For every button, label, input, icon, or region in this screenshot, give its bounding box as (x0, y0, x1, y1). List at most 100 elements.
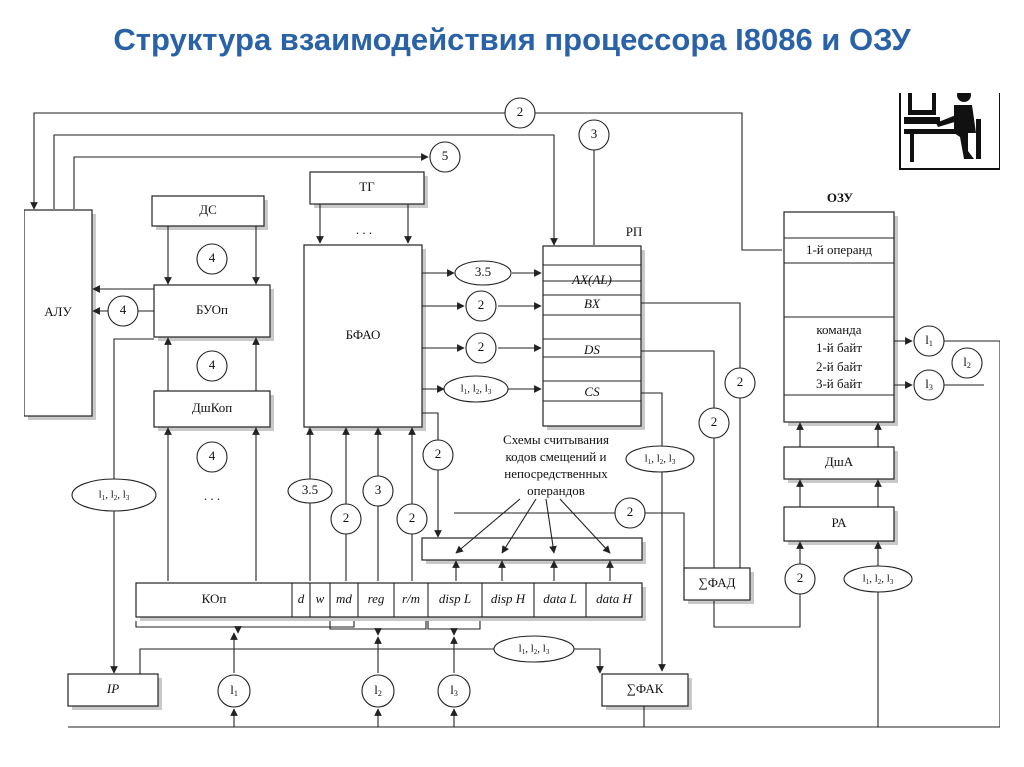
marker-2-ds: 2 (465, 332, 497, 364)
svg-text:2: 2 (435, 446, 442, 461)
svg-text:2: 2 (478, 339, 485, 354)
marker-3-top: 3 (578, 119, 610, 151)
marker-2-bfao-schemes: 2 (422, 439, 454, 471)
svg-text:2: 2 (737, 374, 744, 389)
ellipse-l1l2l3-bottom: l1, l2, l3 (493, 635, 575, 663)
ellipse-l1l2l3-left: l1, l2, l3 (71, 478, 157, 512)
svg-text:3-й байт: 3-й байт (816, 376, 862, 391)
marker-2-bx-fad: 2 (724, 367, 756, 399)
svg-text:2: 2 (797, 570, 804, 585)
alu-label: АЛУ (44, 304, 72, 319)
dshkop-label: ДшКоп (192, 400, 232, 415)
sum-fad-label: ∑ФАД (699, 575, 736, 590)
svg-text:2-й байт: 2-й байт (816, 359, 862, 374)
ip-block: IP (67, 673, 162, 710)
field-rm: r/m (402, 591, 420, 606)
svg-text:4: 4 (209, 250, 216, 265)
svg-text:4: 4 (209, 357, 216, 372)
svg-text:4: 4 (120, 302, 127, 317)
ds-label: ДС (199, 202, 217, 217)
svg-text:l3: l3 (925, 376, 933, 392)
tg-dots: . . . (356, 222, 372, 237)
rp-cs: CS (584, 384, 600, 399)
bfao-block: БФАО (303, 244, 426, 431)
svg-text:l1, l2, l3: l1, l2, l3 (863, 573, 894, 586)
svg-text:l1: l1 (925, 332, 933, 348)
svg-text:команда: команда (816, 322, 861, 337)
svg-text:l1, l2, l3: l1, l2, l3 (519, 643, 550, 656)
svg-text:l1, l2, l3: l1, l2, l3 (461, 383, 492, 396)
ds-block: ДС (151, 195, 268, 230)
svg-text:2: 2 (711, 414, 718, 429)
svg-text:3.5: 3.5 (475, 264, 491, 279)
ra-block: РА (783, 506, 898, 545)
marker-4-instr: 4 (196, 441, 228, 473)
marker-3-reg: 3 (362, 475, 394, 507)
marker-2-top: 2 (504, 97, 536, 129)
field-reg: reg (368, 591, 385, 606)
marker-l2-ozu: l2 (951, 347, 983, 379)
marker-l3-ozu: l3 (913, 369, 945, 401)
marker-l2-mid: l2 (361, 674, 395, 708)
marker-5-top: 5 (429, 141, 461, 173)
svg-text:l2: l2 (374, 682, 382, 698)
svg-text:l3: l3 (450, 682, 458, 698)
field-kop: КОп (202, 591, 227, 606)
dsha-block: ДшА (783, 446, 898, 483)
ra-label: РА (832, 515, 848, 530)
tg-label: ТГ (359, 179, 375, 194)
schemes-register (421, 537, 646, 564)
dshkop-dots: . . . (204, 488, 220, 503)
svg-text:4: 4 (209, 448, 216, 463)
alu-block: АЛУ (23, 209, 96, 420)
field-w: w (316, 591, 325, 606)
marker-2-bx: 2 (465, 290, 497, 322)
sum-fak-block: ∑ФАК (601, 673, 692, 710)
svg-text:l1, l2, l3: l1, l2, l3 (645, 453, 676, 466)
marker-4-ds: 4 (196, 243, 228, 275)
svg-text:l1, l2, l3: l1, l2, l3 (99, 489, 130, 502)
marker-35-ax: 3.5 (454, 260, 512, 286)
sum-fad-block: ∑ФАД (683, 567, 754, 604)
svg-text:2: 2 (409, 510, 416, 525)
svg-text:5: 5 (442, 148, 449, 163)
tg-block: ТГ (309, 171, 428, 208)
diagram-frame: АЛУ ДС БУОп ДшКоп . . . 4 4 4 4 l1, l2, … (23, 80, 1001, 735)
field-disp-l: disp L (439, 591, 471, 606)
svg-text:кодов смещений и: кодов смещений и (506, 449, 607, 464)
bfao-label: БФАО (346, 327, 381, 342)
ozu-operand: 1-й операнд (806, 242, 872, 257)
field-md: md (336, 591, 352, 606)
rp-block: AX(AL) BX DS CS (542, 245, 645, 430)
svg-text:непосредственных: непосредственных (504, 466, 608, 481)
svg-text:2: 2 (343, 510, 350, 525)
rp-ds: DS (583, 342, 600, 357)
svg-text:Схемы считывания: Схемы считывания (503, 432, 609, 447)
i8086-ram-diagram: АЛУ ДС БУОп ДшКоп . . . 4 4 4 4 l1, l2, … (23, 80, 1001, 728)
ip-label: IP (106, 681, 119, 696)
ozu-label: ОЗУ (827, 190, 854, 205)
marker-2-ds-fad: 2 (698, 407, 730, 439)
svg-text:3: 3 (375, 482, 382, 497)
ellipse-l1l2l3-cs: l1, l2, l3 (443, 375, 509, 403)
svg-text:3.5: 3.5 (302, 482, 318, 497)
slide-title: Структура взаимодействия процессора I808… (113, 22, 911, 57)
rp-bx: BX (584, 296, 601, 311)
svg-text:1-й байт: 1-й байт (816, 340, 862, 355)
marker-l1-left: l1 (217, 674, 251, 708)
marker-4-dshkop: 4 (196, 350, 228, 382)
svg-text:3: 3 (591, 126, 598, 141)
rp-ax: AX(AL) (571, 272, 612, 287)
field-data-h: data H (596, 591, 632, 606)
svg-text:операндов: операндов (527, 483, 585, 498)
field-d: d (298, 591, 305, 606)
field-disp-h: disp H (491, 591, 526, 606)
marker-l3-right: l3 (437, 674, 471, 708)
instruction-register: КОп d w md reg r/m disp L disp H data L … (135, 582, 646, 621)
buop-block: БУОп (153, 284, 274, 341)
marker-2-ra: 2 (784, 563, 816, 595)
sum-fak-label: ∑ФАК (627, 681, 664, 696)
ellipse-l1l2l3-ra: l1, l2, l3 (843, 565, 913, 593)
marker-2-schemes: 2 (614, 497, 646, 529)
computer-user-icon (899, 80, 1001, 170)
